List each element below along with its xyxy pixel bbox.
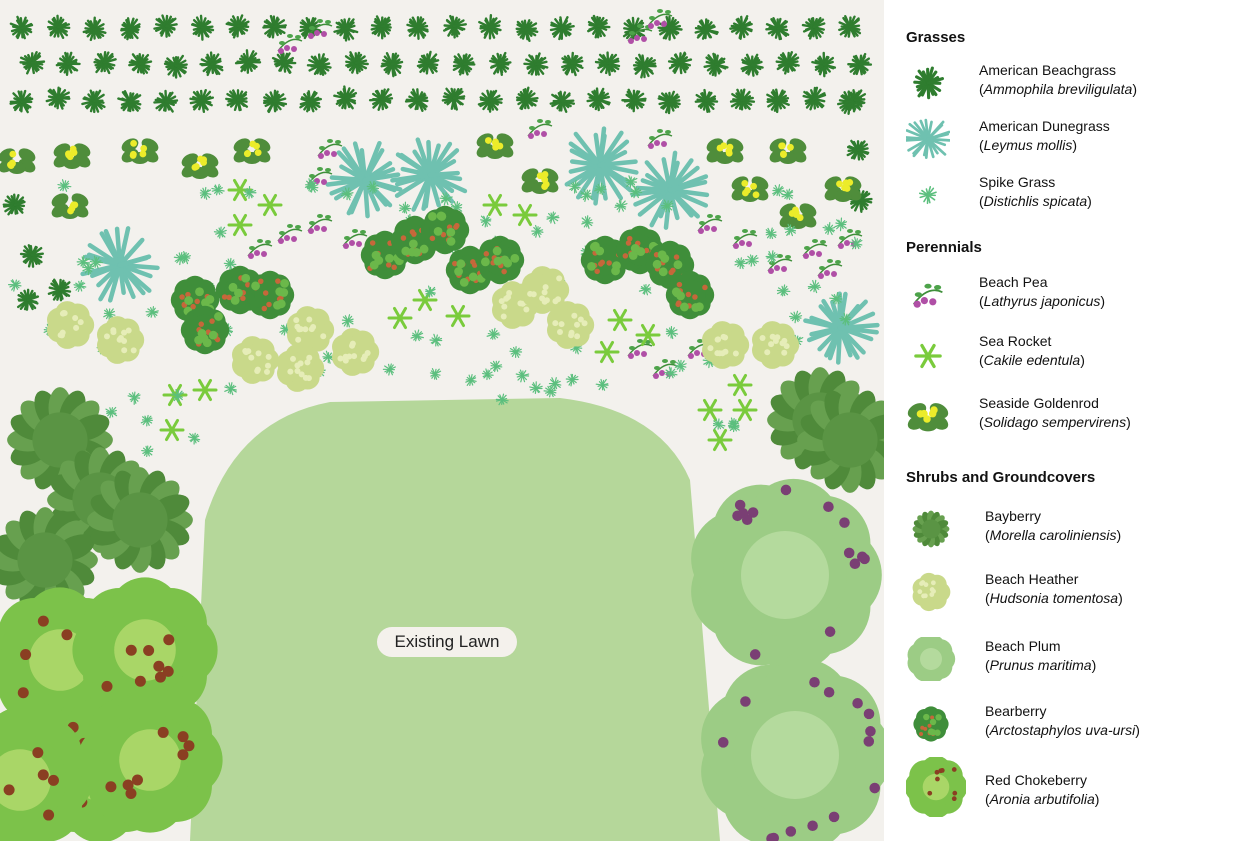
existing-lawn-label: Existing Lawn xyxy=(377,627,517,657)
bearberry-plant xyxy=(181,306,229,354)
legend-latin-name: Aronia arbutifolia xyxy=(990,791,1095,807)
bearberry-plant xyxy=(421,206,469,254)
existing-lawn-area xyxy=(190,398,720,841)
plant-legend: Grasses American Beachgrass(Ammophila br… xyxy=(884,0,1240,841)
beachgrass-icon xyxy=(906,61,950,105)
legend-latin-name: Morella caroliniensis xyxy=(990,527,1117,543)
legend-latin-name: Ammophila breviligulata xyxy=(984,81,1133,97)
legend-latin-name: Leymus mollis xyxy=(984,137,1073,153)
beach-plum-icon xyxy=(906,637,956,681)
beach-plum-shrub xyxy=(691,479,882,671)
legend-item-red-chokeberry: Red Chokeberry(Aronia arbutifolia) xyxy=(906,771,1236,821)
legend-section-perennials: Perennials xyxy=(906,239,982,256)
legend-common-name: American Dunegrass xyxy=(979,117,1110,136)
legend-item-beach-pea: Beach Pea(Lathyrus japonicus) xyxy=(906,273,1236,323)
chokeberry-shrub xyxy=(77,687,222,832)
legend-latin-name: Distichlis spicata xyxy=(984,193,1087,209)
legend-latin-name: Prunus maritima xyxy=(990,657,1092,673)
bayberry-icon xyxy=(906,507,956,551)
legend-item-seaside-goldenrod: Seaside Goldenrod(Solidago sempervirens) xyxy=(906,394,1236,444)
legend-latin-name: Hudsonia tomentosa xyxy=(990,590,1118,606)
bearberry-icon xyxy=(906,702,956,746)
bearberry-plant xyxy=(666,271,714,319)
goldenrod-icon xyxy=(906,394,950,438)
legend-latin-name: Cakile edentula xyxy=(984,352,1081,368)
legend-common-name: Red Chokeberry xyxy=(985,771,1099,790)
bearberry-plant xyxy=(476,236,524,284)
beach-heather-icon xyxy=(906,570,956,614)
legend-common-name: Beach Heather xyxy=(985,570,1123,589)
legend-item-bearberry: Bearberry(Arctostaphylos uva-ursi) xyxy=(906,702,1236,752)
legend-item-beach-plum: Beach Plum(Prunus maritima) xyxy=(906,637,1236,687)
legend-section-shrubs: Shrubs and Groundcovers xyxy=(906,469,1095,486)
legend-common-name: Sea Rocket xyxy=(979,332,1085,351)
bearberry-plant xyxy=(246,271,294,319)
legend-latin-name: Arctostaphylos uva-ursi xyxy=(990,722,1136,738)
legend-common-name: Beach Plum xyxy=(985,637,1096,656)
sea-rocket-icon xyxy=(906,332,950,376)
legend-common-name: Spike Grass xyxy=(979,173,1092,192)
beach-pea-icon xyxy=(906,273,950,317)
legend-item-american-beachgrass: American Beachgrass(Ammophila breviligul… xyxy=(906,61,1236,111)
legend-latin-name: Lathyrus japonicus xyxy=(984,293,1101,309)
legend-latin-name: Solidago sempervirens xyxy=(984,414,1126,430)
bayberry-shrub xyxy=(87,467,194,574)
dunegrass-icon xyxy=(906,117,950,161)
landscape-plan: Existing Lawn xyxy=(0,0,884,841)
legend-item-beach-heather: Beach Heather(Hudsonia tomentosa) xyxy=(906,570,1236,620)
legend-common-name: Bearberry xyxy=(985,702,1140,721)
legend-section-grasses: Grasses xyxy=(906,29,965,46)
legend-common-name: Beach Pea xyxy=(979,273,1105,292)
chokeberry-icon xyxy=(906,757,966,817)
planting-plan-drawing xyxy=(0,0,884,841)
legend-item-spike-grass: Spike Grass(Distichlis spicata) xyxy=(906,173,1236,223)
legend-common-name: Bayberry xyxy=(985,507,1121,526)
spike-grass-icon xyxy=(906,173,950,217)
legend-common-name: American Beachgrass xyxy=(979,61,1137,80)
legend-item-bayberry: Bayberry(Morella caroliniensis) xyxy=(906,507,1236,557)
legend-common-name: Seaside Goldenrod xyxy=(979,394,1131,413)
legend-item-sea-rocket: Sea Rocket(Cakile edentula) xyxy=(906,332,1236,382)
legend-item-american-dunegrass: American Dunegrass(Leymus mollis) xyxy=(906,117,1236,167)
